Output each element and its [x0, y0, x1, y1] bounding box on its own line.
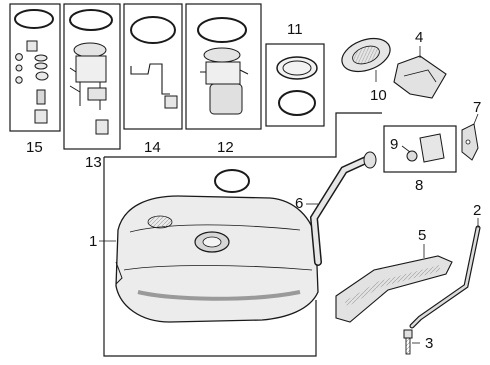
callout-11: 11 [287, 21, 303, 38]
o-ring-b [15, 64, 23, 72]
box-12-pump-assy [185, 3, 262, 130]
check-valve [406, 150, 418, 162]
box-15-frame [9, 3, 61, 132]
part-3-bolt [403, 329, 420, 355]
box-15-seal-kit [9, 3, 61, 132]
pump-reservoir [209, 83, 243, 115]
box-1-frame [103, 112, 382, 357]
callout-8: 8 [415, 177, 424, 194]
box-14-sender [123, 3, 183, 130]
tank-seam [129, 224, 301, 233]
callout-10: 10 [370, 87, 387, 104]
filler-neck [363, 151, 377, 169]
float-unit [164, 95, 178, 109]
part-4-bracket [393, 46, 447, 99]
part-2-strap [409, 218, 481, 329]
lock-ring-inner [282, 60, 312, 76]
box-11-frame [265, 43, 325, 127]
module-lines [200, 69, 249, 75]
tank-seam-lower [123, 265, 313, 271]
wire-lead [69, 67, 81, 93]
callout-1: 1 [89, 233, 98, 250]
lid-housing [419, 133, 445, 163]
module-flange [203, 47, 241, 63]
callout-5: 5 [418, 227, 427, 244]
callout-15: 15 [26, 139, 43, 156]
box-13-frame [63, 3, 121, 150]
seal-ring [130, 16, 176, 44]
strap-body [410, 226, 480, 328]
sender-wire [130, 63, 170, 95]
washer-a [34, 54, 48, 62]
o-ring-a [15, 53, 23, 61]
filter-cup [34, 109, 48, 124]
box-14-frame [123, 3, 183, 130]
valve-part [36, 89, 46, 105]
vent-line [115, 261, 123, 285]
module-flange [73, 42, 107, 58]
leader-7 [473, 113, 479, 125]
box-12-frame [185, 3, 262, 130]
box-8-filler-lid [383, 125, 457, 173]
pump-housing [87, 87, 107, 101]
box-8-frame [383, 125, 457, 173]
bracket-rib [403, 69, 437, 83]
seal-ring [197, 17, 247, 43]
cap-part [26, 40, 38, 52]
tank-gasket [214, 169, 250, 193]
tank-strap [137, 290, 301, 301]
module-body [75, 55, 107, 83]
gasket-ring [69, 9, 113, 31]
bolt-head [403, 329, 413, 339]
clip-hole [465, 139, 471, 145]
strainer [95, 119, 109, 135]
washer-b [34, 62, 48, 70]
box-13-pump-module [63, 3, 121, 150]
shield-ribs [344, 265, 441, 307]
callout-14: 14 [144, 139, 161, 156]
filler-pipe-body [311, 157, 369, 265]
o-ring-c [15, 76, 23, 84]
sender-opening [147, 215, 173, 229]
pump-opening-inner [202, 236, 222, 248]
callout-6: 6 [295, 195, 304, 212]
cover-center [352, 45, 380, 65]
shield-body [335, 255, 453, 323]
bracket-body [393, 55, 447, 99]
box-1-fuel-tank [99, 112, 382, 357]
callout-7: 7 [473, 99, 482, 116]
callout-12: 12 [217, 139, 234, 156]
part-7-clip [461, 113, 479, 161]
gasket [278, 90, 316, 116]
part-5-shield [335, 244, 453, 323]
module-upper [205, 61, 241, 85]
seal-ring-large [14, 9, 54, 29]
washer-c [35, 71, 49, 81]
callout-4: 4 [415, 29, 424, 46]
callout-13: 13 [85, 154, 102, 171]
part-6-filler-pipe [306, 151, 377, 266]
callout-2: 2 [473, 202, 482, 219]
tank-shell [115, 195, 319, 323]
leader-9 [401, 145, 411, 153]
callout-9: 9 [390, 136, 399, 153]
bolt-thread [405, 337, 411, 355]
lock-ring [276, 56, 318, 80]
callout-3: 3 [425, 335, 434, 352]
part-10-cover [341, 37, 391, 82]
box-11-retainer [265, 43, 325, 127]
